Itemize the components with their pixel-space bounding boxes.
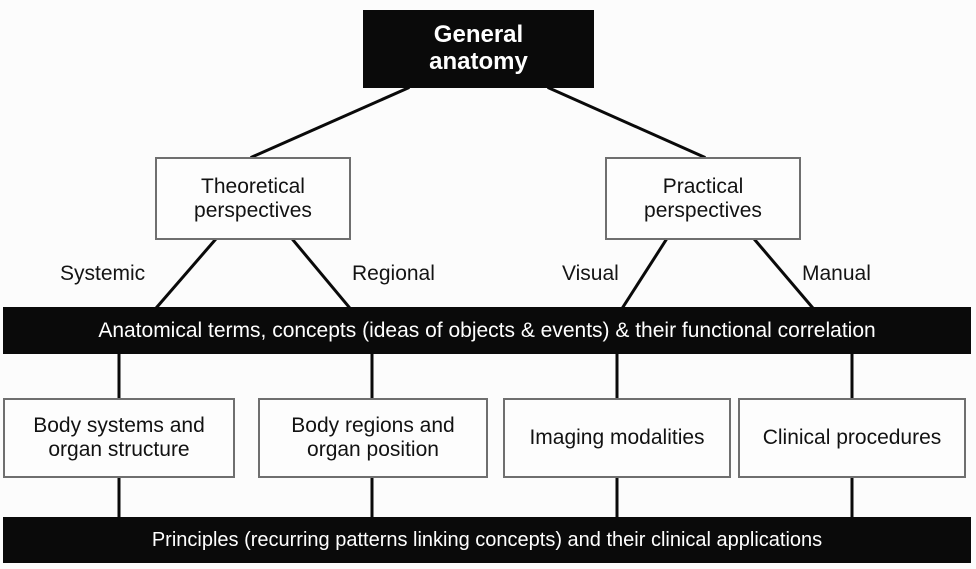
node-body-regions-and-organ-position: Body regions and organ position bbox=[258, 398, 488, 478]
edge-label-visual: Visual bbox=[562, 262, 619, 285]
node-body-regions-line1: Body regions and bbox=[291, 414, 455, 438]
node-body-systems-line2: organ structure bbox=[48, 438, 190, 461]
node-principles-bar: Principles (recurring patterns linking c… bbox=[3, 517, 971, 563]
node-practical-perspectives-line1: Practical bbox=[662, 174, 744, 198]
edge-label-systemic: Systemic bbox=[60, 262, 146, 285]
node-general-anatomy: General anatomy bbox=[363, 10, 594, 88]
node-general-anatomy-line2: anatomy bbox=[429, 48, 528, 75]
node-clinical-procedures: Clinical procedures bbox=[738, 398, 966, 478]
edge-theoretical-regional bbox=[290, 237, 352, 310]
node-clinical-procedures-line1: Clinical procedures bbox=[762, 426, 942, 450]
node-general-anatomy-line1: General bbox=[433, 21, 524, 49]
edge-root-to-theoretical bbox=[250, 86, 410, 159]
node-theoretical-perspectives-line1: Theoretical bbox=[201, 174, 305, 198]
node-practical-perspectives-line2: perspectives bbox=[644, 198, 762, 222]
node-body-systems-line1: Body systems and bbox=[33, 414, 205, 438]
node-imaging-modalities-line1: Imaging modalities bbox=[529, 426, 705, 450]
node-theoretical-perspectives: Theoretical perspectives bbox=[155, 157, 351, 240]
edge-label-manual: Manual bbox=[802, 262, 871, 285]
node-body-regions-line2: organ position bbox=[307, 438, 439, 461]
edge-root-to-practical bbox=[547, 86, 706, 159]
node-theoretical-perspectives-line2: perspectives bbox=[194, 198, 312, 222]
node-imaging-modalities: Imaging modalities bbox=[503, 398, 731, 478]
edge-practical-visual bbox=[620, 237, 669, 310]
edge-label-regional: Regional bbox=[352, 262, 435, 285]
edge-theoretical-systemic bbox=[154, 237, 218, 310]
node-practical-perspectives: Practical perspectives bbox=[605, 157, 801, 240]
node-body-systems-and-organ-structure: Body systems and organ structure bbox=[3, 398, 235, 478]
node-anatomical-terms-bar: Anatomical terms, concepts (ideas of obj… bbox=[3, 307, 971, 354]
